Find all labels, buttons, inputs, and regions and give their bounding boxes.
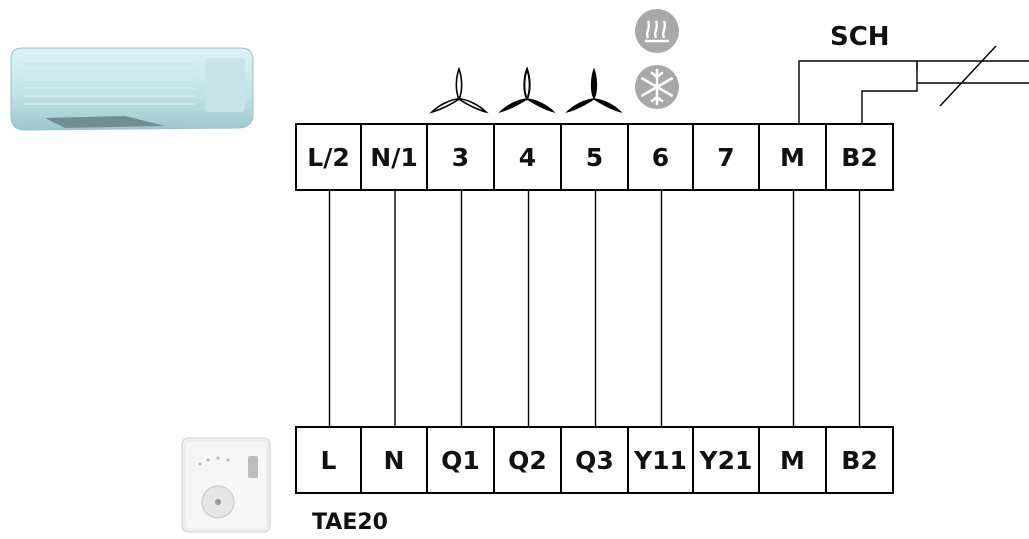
top-terminal-4: 5 (562, 125, 629, 189)
bottom-terminal-1: N (362, 428, 428, 492)
fan-speed-2-icon (498, 67, 556, 113)
top-terminal-2: 3 (428, 125, 495, 189)
bottom-terminal-3: Q2 (495, 428, 562, 492)
top-terminal-0: L/2 (297, 125, 362, 189)
top-terminal-1: N/1 (362, 125, 428, 189)
heating-icon (635, 9, 679, 53)
bottom-terminal-0: L (297, 428, 362, 492)
top-terminal-6: 7 (694, 125, 760, 189)
bottom-terminal-4: Q3 (562, 428, 629, 492)
bottom-terminal-2: Q1 (428, 428, 495, 492)
top-terminal-3: 4 (495, 125, 562, 189)
thermostat-model-label: TAE20 (312, 510, 388, 535)
bottom-terminal-7: M (760, 428, 827, 492)
split-ac-unit-icon (10, 47, 254, 131)
top-terminal-7: M (760, 125, 827, 189)
switch-contact-icon (798, 45, 1029, 124)
fan-speed-1-icon (429, 67, 489, 114)
cooling-snowflake-icon (635, 65, 679, 109)
fan-speed-3-icon (565, 67, 623, 113)
bottom-terminal-5: Y11 (629, 428, 694, 492)
switch-label: SCH (830, 22, 890, 52)
bottom-terminal-6: Y21 (694, 428, 760, 492)
top-terminal-5: 6 (629, 125, 694, 189)
bottom-terminal-8: B2 (841, 445, 878, 475)
top-terminal-8: B2 (841, 142, 878, 172)
room-thermostat-icon (181, 437, 271, 533)
